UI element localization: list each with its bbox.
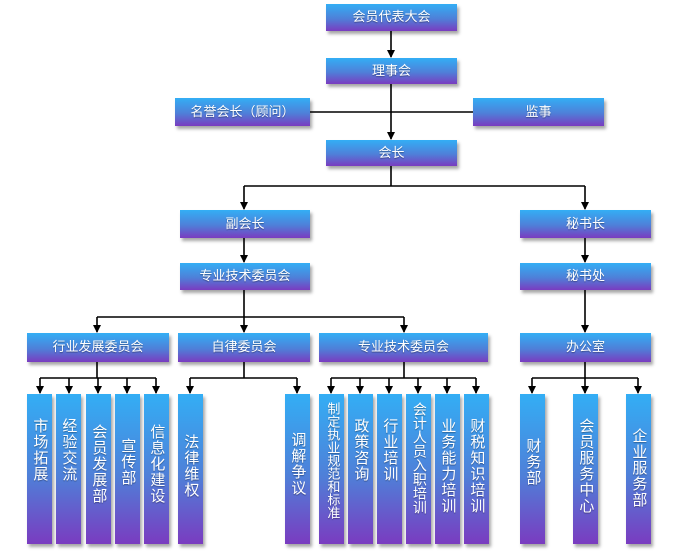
tech-committee-top-label: 专业技术委员会 <box>199 269 291 284</box>
leaf-mediation-label: 调解争议 <box>289 432 308 496</box>
leaf-member-development-label: 会员发展部 <box>90 424 109 504</box>
tech-committee-top-node: 专业技术委员会 <box>180 263 310 290</box>
leaf-ability-training: 业务能力培训 <box>435 394 460 544</box>
office-node: 办公室 <box>520 333 651 362</box>
leaf-market-expansion: 市场拓展 <box>27 394 52 544</box>
leaf-industry-training: 行业培训 <box>377 394 402 544</box>
leaf-experience-exchange-label: 经验交流 <box>60 418 79 482</box>
leaf-tax-training: 财税知识培训 <box>464 394 489 544</box>
leaf-enterprise-service-label: 企业服务部 <box>630 428 649 508</box>
leaf-publicity-label: 宣传部 <box>119 438 138 486</box>
leaf-legal-rights: 法律维权 <box>178 394 203 544</box>
secretariat-label: 秘书处 <box>565 269 605 284</box>
council-label: 理事会 <box>371 63 411 79</box>
leaf-industry-training-label: 行业培训 <box>381 418 400 482</box>
tech-committee-sub-label: 专业技术委员会 <box>357 340 449 355</box>
congress-node: 会员代表大会 <box>326 4 457 31</box>
leaf-experience-exchange: 经验交流 <box>56 394 81 544</box>
leaf-standards: 制定执业规范和标准 <box>319 394 344 544</box>
leaf-informatization: 信息化建设 <box>144 394 169 544</box>
honorary-president-node: 名誉会长（顾问） <box>175 98 310 126</box>
supervisor-label: 监事 <box>525 104 552 120</box>
council-node: 理事会 <box>326 58 457 84</box>
tech-committee-sub-node: 专业技术委员会 <box>319 333 488 362</box>
secretary-general-node: 秘书长 <box>520 210 651 238</box>
supervisor-node: 监事 <box>473 98 604 126</box>
industry-dev-committee-label: 行业发展委员会 <box>52 340 144 355</box>
leaf-tax-training-label: 财税知识培训 <box>468 418 487 514</box>
industry-dev-committee-node: 行业发展委员会 <box>27 333 169 362</box>
president-node: 会长 <box>326 140 457 166</box>
leaf-market-expansion-label: 市场拓展 <box>31 418 50 482</box>
vice-president-label: 副会长 <box>225 216 265 232</box>
leaf-standards-label: 制定执业规范和标准 <box>324 402 340 519</box>
leaf-finance-dept: 财务部 <box>520 394 545 544</box>
leaf-member-development: 会员发展部 <box>86 394 111 544</box>
leaf-informatization-label: 信息化建设 <box>148 424 167 504</box>
leaf-member-service: 会员服务中心 <box>573 394 598 544</box>
leaf-finance-dept-label: 财务部 <box>524 438 543 486</box>
leaf-mediation: 调解争议 <box>285 394 310 544</box>
vice-president-node: 副会长 <box>180 210 310 238</box>
honorary-president-label: 名誉会长（顾问） <box>190 104 295 120</box>
leaf-ability-training-label: 业务能力培训 <box>439 418 458 514</box>
leaf-accountant-training: 会计人员入职培训 <box>406 394 431 544</box>
self-discipline-committee-label: 自律委员会 <box>211 340 277 355</box>
leaf-enterprise-service: 企业服务部 <box>626 394 651 544</box>
leaf-legal-rights-label: 法律维权 <box>182 434 201 498</box>
leaf-accountant-training-label: 会计人员入职培训 <box>410 402 427 514</box>
president-label: 会长 <box>378 145 405 161</box>
secretariat-node: 秘书处 <box>520 263 651 290</box>
office-label: 办公室 <box>565 340 605 355</box>
self-discipline-committee-node: 自律委员会 <box>178 333 310 362</box>
leaf-policy-consult: 政策咨询 <box>348 394 373 544</box>
leaf-publicity: 宣传部 <box>115 394 140 544</box>
leaf-policy-consult-label: 政策咨询 <box>352 418 371 482</box>
leaf-member-service-label: 会员服务中心 <box>577 418 596 514</box>
secretary-general-label: 秘书长 <box>565 216 605 232</box>
congress-label: 会员代表大会 <box>352 10 431 25</box>
